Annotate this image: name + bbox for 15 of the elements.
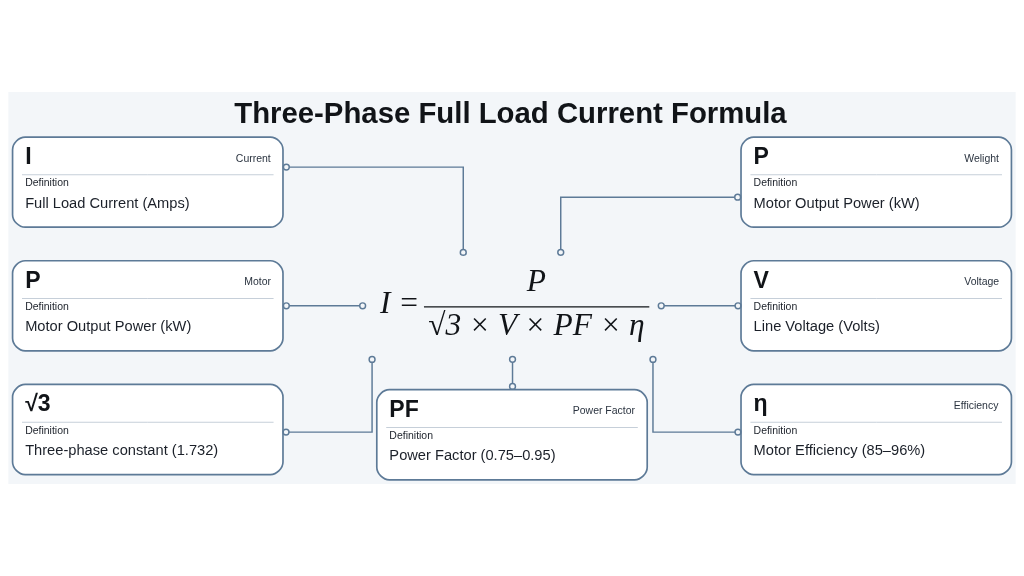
- node-box: P Motor Definition Motor Output Power (kW): [11, 259, 284, 352]
- node-box: I Current Definition Full Load Current (Amps): [11, 136, 284, 229]
- connector: [649, 355, 742, 436]
- node-box: PF Power Factor Definition Power Factor (0.75–0.95): [375, 388, 649, 481]
- node-box: P Welight Definition Motor Output Power (kW): [740, 136, 1013, 229]
- node-box: V Voltage Definition Line Voltage (Volts): [740, 259, 1013, 352]
- connector: [657, 302, 742, 310]
- node-box: η Efficiency Definition Motor Efficiency (85–96%): [740, 383, 1013, 476]
- diagram-title: Three-Phase Full Load Current Formula: [234, 95, 787, 129]
- connector: [508, 355, 517, 391]
- connector: [282, 302, 367, 310]
- connector: [282, 355, 376, 436]
- connector: [557, 193, 742, 257]
- node-box: √3 Definition Three-phase constant (1.732): [11, 383, 284, 476]
- connector: [282, 163, 467, 257]
